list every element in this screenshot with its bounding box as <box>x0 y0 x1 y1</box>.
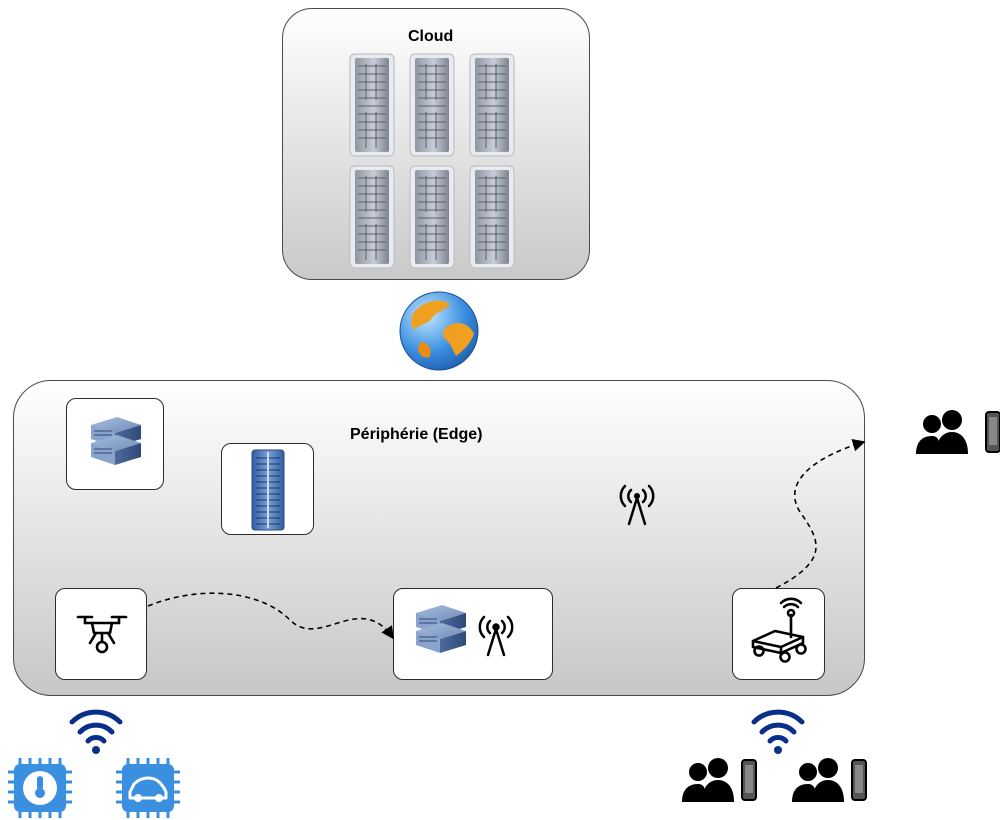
antenna-icon <box>619 484 655 526</box>
drone-tile <box>55 588 147 680</box>
user-groups <box>682 757 867 803</box>
rover-robot-icon <box>751 597 807 663</box>
stacked-servers-icon <box>91 417 141 465</box>
edge-rack-tile <box>221 443 314 535</box>
server-antenna-icon <box>416 605 514 657</box>
wifi-icon <box>69 709 123 754</box>
users-with-phone-icon <box>682 758 757 802</box>
car-chip-icon <box>116 758 180 818</box>
drone-to-server-arrow <box>147 592 394 640</box>
server-rack-icon <box>251 449 285 531</box>
globe-icon <box>399 291 479 371</box>
users-with-phone-icon <box>916 410 1000 454</box>
rover-to-users-arrow <box>775 439 866 589</box>
thermometer-chip-icon <box>8 758 72 818</box>
drone-icon <box>76 615 128 654</box>
rover-tile <box>732 588 825 680</box>
cloud-title: Cloud <box>408 28 454 45</box>
server-antenna-tile <box>393 588 553 680</box>
edge-title: Périphérie (Edge) <box>350 426 483 443</box>
cloud-server-grid <box>349 53 515 269</box>
wifi-icon <box>751 709 805 754</box>
iot-devices <box>8 758 180 818</box>
edge-server-tile <box>66 398 164 490</box>
